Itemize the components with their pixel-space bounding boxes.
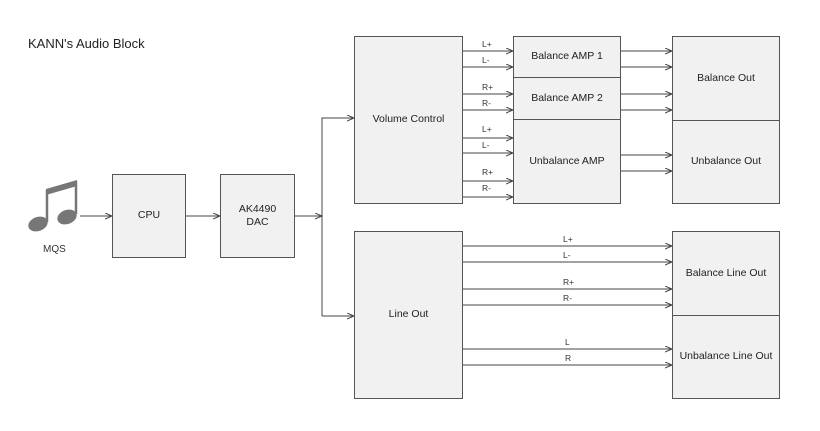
balance-amp-2-block: Balance AMP 2	[513, 77, 621, 120]
line-signal-label: L	[565, 337, 570, 347]
line-signal-label: L-	[563, 250, 571, 260]
unbalance-line-out-block: Unbalance Line Out	[672, 315, 780, 399]
source-label: MQS	[43, 244, 66, 255]
line-out-label: Line Out	[388, 308, 429, 321]
vol-signal-label: R-	[482, 183, 491, 193]
line-signal-label: R+	[563, 277, 575, 287]
balance-out-label: Balance Out	[697, 71, 755, 84]
vol-signal-label: R-	[482, 98, 491, 108]
volume-control-block: Volume Control	[354, 36, 463, 204]
unbalance-amp-block: Unbalance AMP	[513, 119, 621, 204]
dac-label-line1: AK4490	[238, 202, 277, 215]
volume-control-label: Volume Control	[372, 113, 445, 126]
balance-line-out-block: Balance Line Out	[672, 231, 780, 316]
vol-signal-label: L-	[482, 55, 490, 65]
balance-amp-1-label: Balance AMP 1	[531, 50, 603, 63]
balance-amp-1-block: Balance AMP 1	[513, 36, 621, 78]
dac-label-line2: DAC	[246, 216, 269, 228]
music-note-icon	[28, 180, 78, 232]
cpu-label: CPU	[137, 209, 161, 222]
balance-out-block: Balance Out	[672, 36, 780, 121]
unbalance-amp-label: Unbalance AMP	[529, 154, 605, 167]
diagram-title: KANN's Audio Block	[28, 36, 145, 51]
cpu-block: CPU	[112, 174, 186, 258]
unbalance-line-out-label: Unbalance Line Out	[679, 350, 773, 363]
line-out-block: Line Out	[354, 231, 463, 399]
wire-split-volume	[321, 118, 354, 316]
line-signal-label: L+	[563, 234, 573, 244]
vol-signal-label: L+	[482, 124, 492, 134]
unbalance-out-label: Unbalance Out	[690, 155, 762, 168]
balance-line-out-label: Balance Line Out	[685, 266, 767, 279]
vol-signal-label: L+	[482, 39, 492, 49]
balance-amp-2-label: Balance AMP 2	[531, 91, 603, 104]
vol-signal-label: R+	[482, 82, 494, 92]
dac-block: AK4490 DAC	[220, 174, 295, 258]
unbalance-out-block: Unbalance Out	[672, 120, 780, 204]
vol-signal-label: R+	[482, 167, 494, 177]
line-signal-label: R-	[563, 293, 572, 303]
vol-signal-label: L-	[482, 140, 490, 150]
line-signal-label: R	[565, 353, 572, 363]
